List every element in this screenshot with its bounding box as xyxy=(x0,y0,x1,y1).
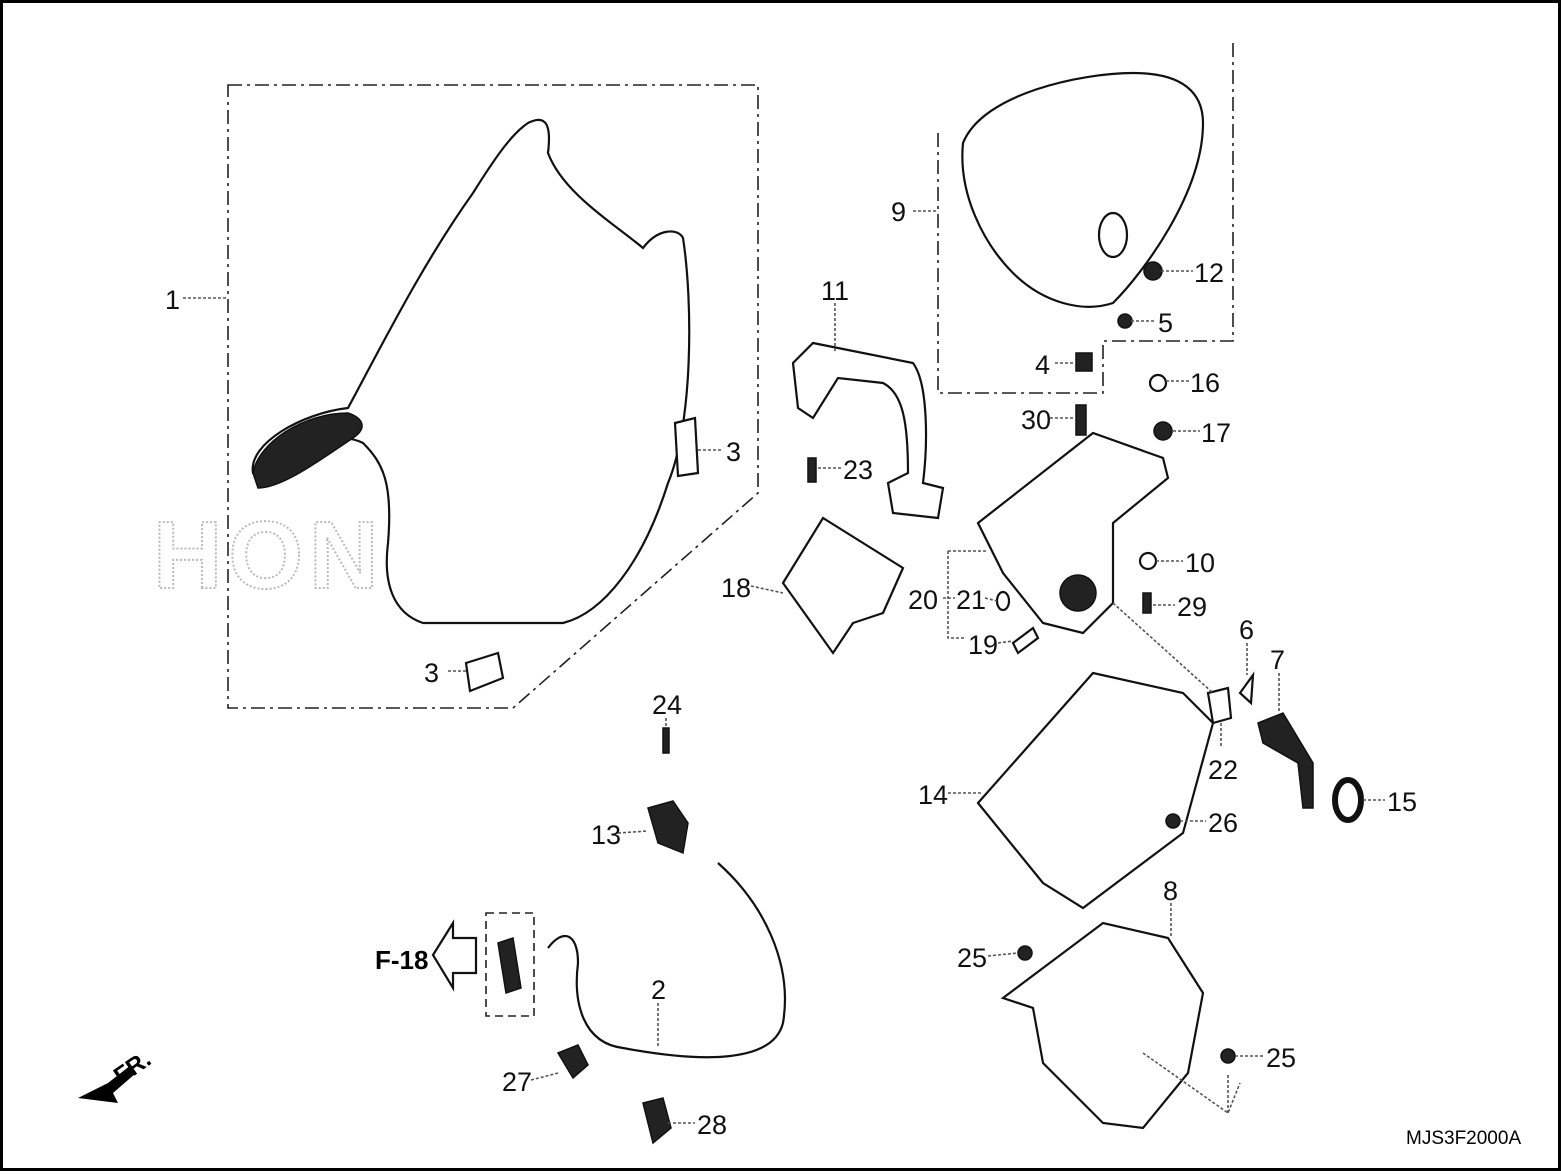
callout-1: 1 xyxy=(165,285,180,315)
part-4 xyxy=(1075,352,1093,372)
part-25-right xyxy=(1220,1048,1236,1064)
part-25-left xyxy=(1017,945,1033,961)
callout-25-right: 25 xyxy=(1266,1043,1296,1073)
part-3-upper xyxy=(673,416,700,478)
callout-19: 19 xyxy=(968,630,998,660)
callout-18: 18 xyxy=(721,573,751,603)
callout-20: 20 xyxy=(908,585,938,615)
part-15 xyxy=(1332,777,1364,823)
part-17 xyxy=(1153,421,1173,441)
reference-label[interactable]: F-18 xyxy=(375,945,428,975)
callout-6: 6 xyxy=(1239,615,1254,645)
rear-seat xyxy=(961,71,1205,308)
part-27 xyxy=(556,1044,589,1080)
callout-28: 28 xyxy=(697,1110,727,1140)
callout-29: 29 xyxy=(1177,592,1207,622)
part-8 xyxy=(1000,921,1205,1130)
callout-3-lower: 3 xyxy=(424,658,439,688)
grab-rail xyxy=(791,341,945,520)
callout-21: 21 xyxy=(956,585,986,615)
part-22 xyxy=(1206,686,1233,725)
callout-3-upper: 3 xyxy=(726,437,741,467)
parts-diagram: HONDA xyxy=(78,43,1521,1149)
front-direction-arrow xyxy=(78,1065,136,1103)
rear-seat-box xyxy=(937,43,1234,394)
main-seat xyxy=(251,118,691,625)
callout-24: 24 xyxy=(652,690,682,720)
f18-box xyxy=(485,912,535,1017)
callout-16: 16 xyxy=(1190,368,1220,398)
part-26 xyxy=(1165,813,1181,829)
seat-group-box xyxy=(227,84,759,709)
callout-4: 4 xyxy=(1035,350,1050,380)
seat-handle xyxy=(252,412,363,489)
callout-8: 8 xyxy=(1163,876,1178,906)
callout-5: 5 xyxy=(1158,308,1173,338)
seat-lock-bracket xyxy=(976,431,1170,635)
part-7-key-cylinder xyxy=(1257,712,1314,809)
part-12 xyxy=(1143,261,1163,281)
drawing-code: MJS3F2000A xyxy=(1406,1128,1521,1149)
callout-30: 30 xyxy=(1021,405,1051,435)
seat-lock-cable xyxy=(547,862,787,1059)
callout-13: 13 xyxy=(591,820,621,850)
callout-7: 7 xyxy=(1270,645,1285,675)
callout-10: 10 xyxy=(1185,548,1215,578)
part-21 xyxy=(995,590,1011,612)
part-3-lower xyxy=(464,651,505,693)
part-29 xyxy=(1142,592,1152,614)
callout-25-left: 25 xyxy=(957,943,987,973)
part-30 xyxy=(1075,404,1087,436)
lock-mechanism xyxy=(1059,574,1097,612)
part-10 xyxy=(1138,551,1158,571)
part-14 xyxy=(976,671,1215,910)
callout-9: 9 xyxy=(891,197,906,227)
rear-seat-hole xyxy=(1097,211,1129,259)
reference-arrow[interactable] xyxy=(431,919,478,992)
part-16 xyxy=(1148,373,1168,393)
callout-11: 11 xyxy=(821,276,849,306)
callout-26: 26 xyxy=(1208,808,1238,838)
part-28 xyxy=(642,1097,672,1145)
part-23 xyxy=(807,457,817,483)
callout-17: 17 xyxy=(1201,418,1231,448)
leader-lines xyxy=(183,210,1385,1124)
callout-15: 15 xyxy=(1387,787,1417,817)
callout-23: 23 xyxy=(843,455,873,485)
f18-part xyxy=(497,937,522,994)
part-24 xyxy=(662,727,670,754)
callout-2: 2 xyxy=(651,975,666,1005)
callout-12: 12 xyxy=(1194,258,1224,288)
callout-14: 14 xyxy=(918,780,948,810)
part-18 xyxy=(781,516,905,655)
callout-27: 27 xyxy=(502,1067,532,1097)
part-19 xyxy=(1011,626,1040,655)
callout-22: 22 xyxy=(1208,755,1238,785)
part-5 xyxy=(1117,313,1133,329)
part-6 xyxy=(1238,671,1255,706)
part-13 xyxy=(647,800,689,855)
